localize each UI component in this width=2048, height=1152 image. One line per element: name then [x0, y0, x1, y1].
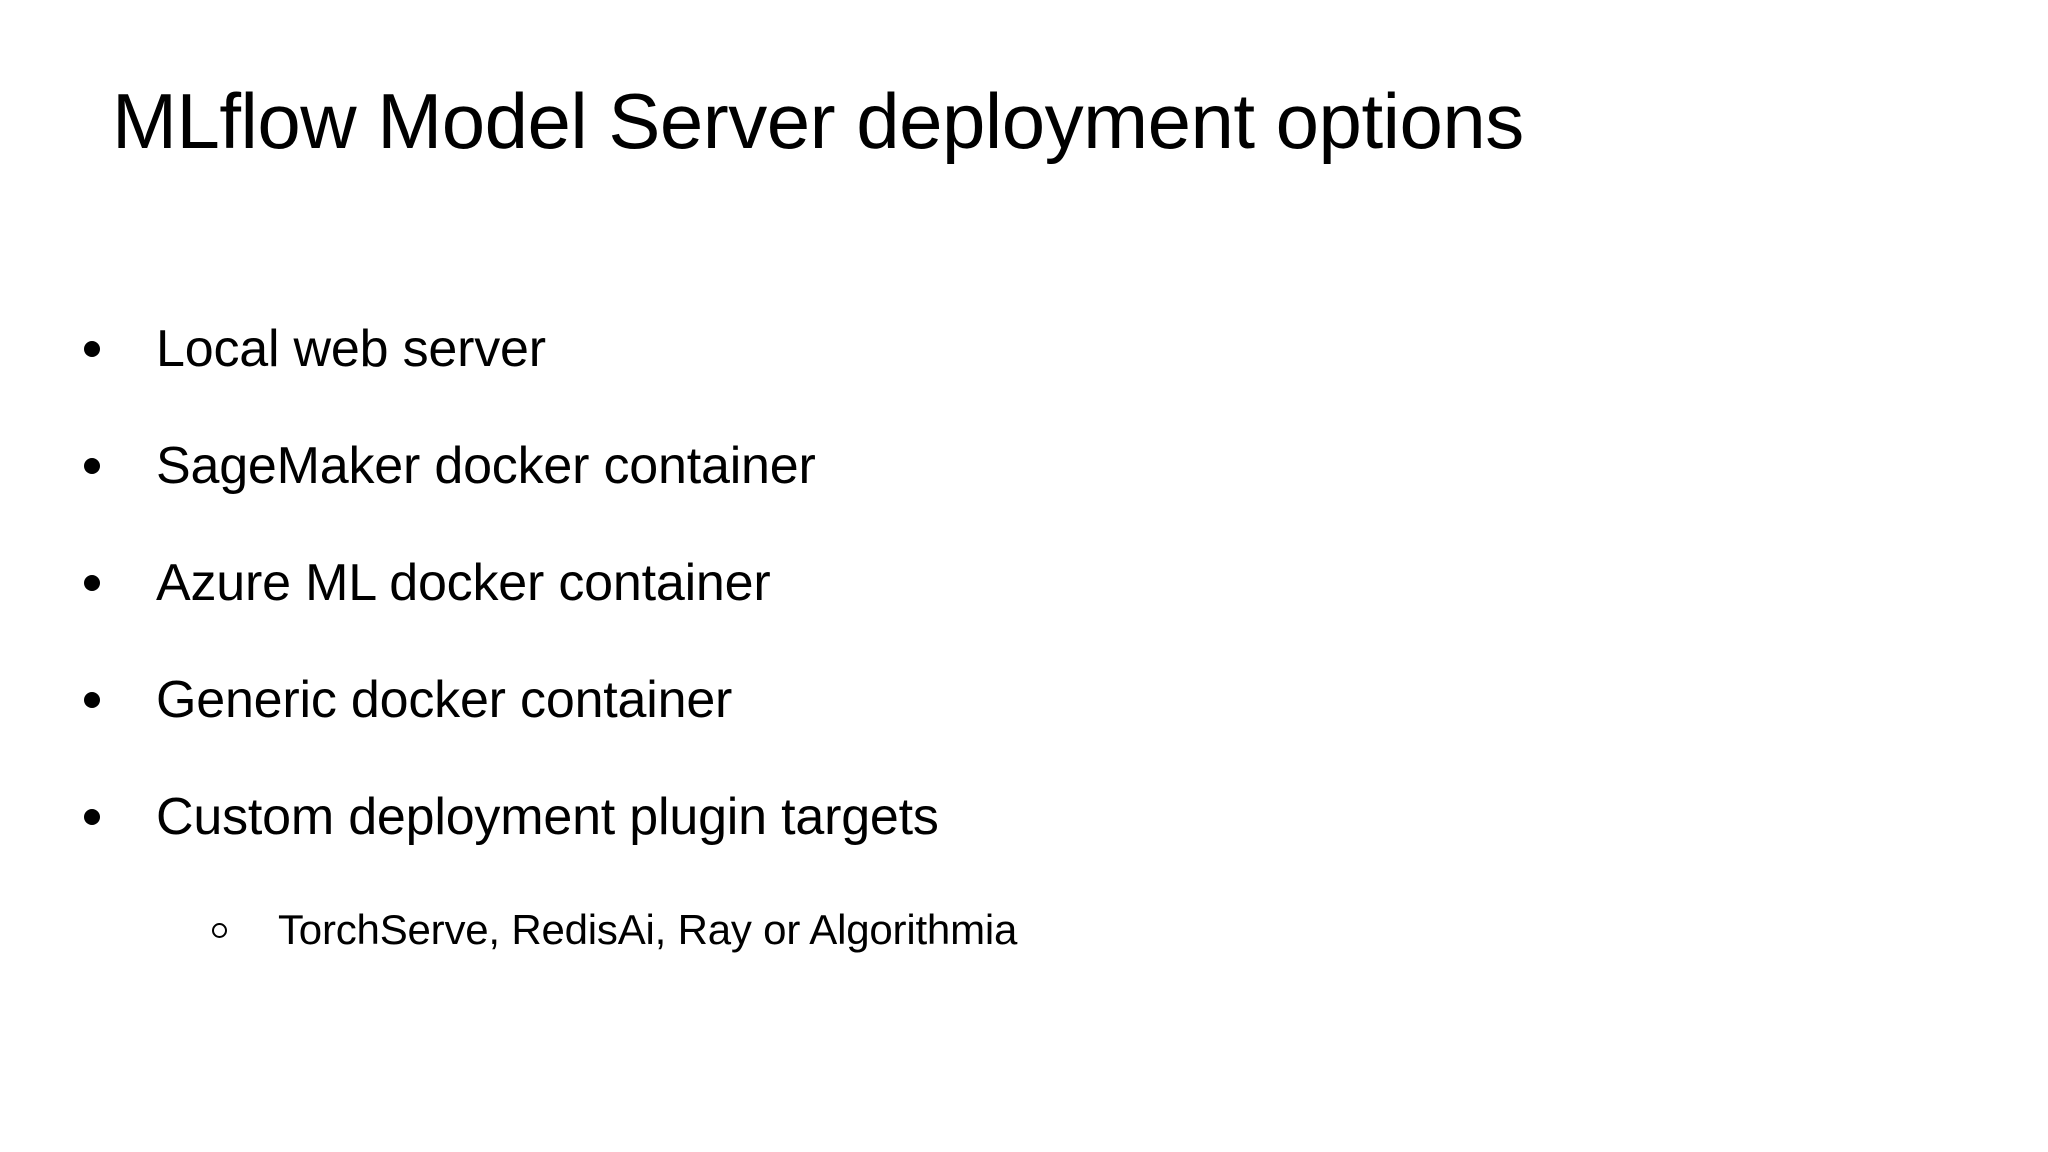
bullet-list: Local web server SageMaker docker contai…: [0, 318, 2048, 1007]
filled-round-bullet-icon: [84, 318, 156, 380]
list-item: Custom deployment plugin targets: [0, 786, 2048, 903]
sub-list-item: TorchServe, RedisAi, Ray or Algorithmia: [0, 903, 2048, 1007]
list-item-label: Local web server: [156, 320, 546, 378]
filled-round-bullet-icon: [84, 435, 156, 497]
list-item-label: Custom deployment plugin targets: [156, 788, 939, 846]
filled-round-bullet-icon: [84, 669, 156, 731]
list-item: Generic docker container: [0, 669, 2048, 786]
hollow-round-bullet-icon: [212, 903, 278, 957]
list-item-label: SageMaker docker container: [156, 437, 816, 495]
list-item: Azure ML docker container: [0, 552, 2048, 669]
filled-round-bullet-icon: [84, 552, 156, 614]
list-item-label: Generic docker container: [156, 671, 733, 729]
list-item-label: Azure ML docker container: [156, 554, 771, 612]
filled-round-bullet-icon: [84, 786, 156, 848]
list-item: SageMaker docker container: [0, 435, 2048, 552]
list-item: Local web server: [0, 318, 2048, 435]
slide-title: MLflow Model Server deployment options: [112, 77, 1524, 165]
sub-list-item-label: TorchServe, RedisAi, Ray or Algorithmia: [278, 906, 1018, 953]
